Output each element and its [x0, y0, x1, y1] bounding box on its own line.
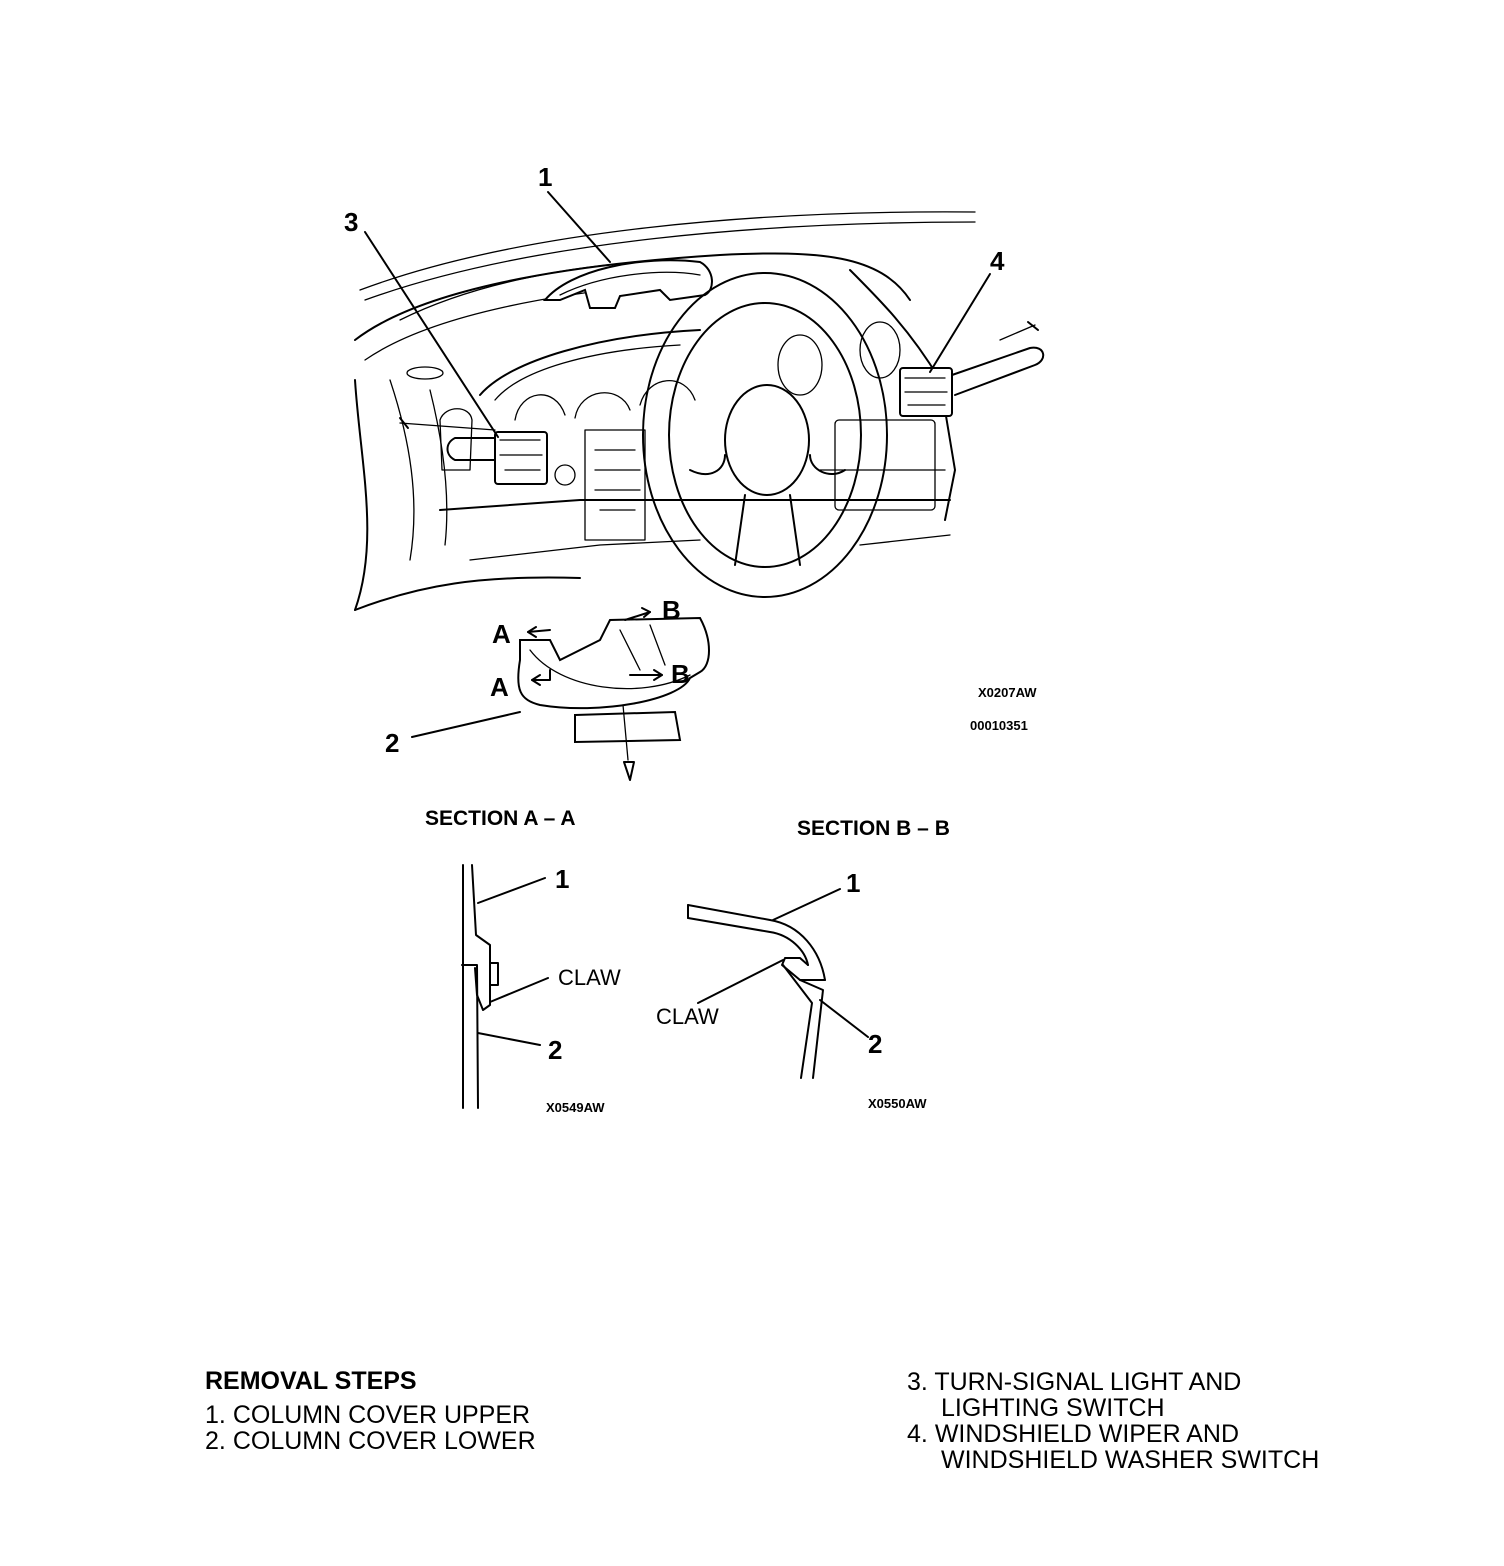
figure-id-main: 00010351: [970, 718, 1028, 733]
dashboard-illustration: [354, 211, 1045, 611]
figure-code-main: X0207AW: [978, 685, 1037, 700]
removal-step-3-cont: LIGHTING SWITCH: [941, 1394, 1165, 1422]
section-marker-a-lower: A: [490, 672, 509, 702]
figure-code-section-a: X0549AW: [546, 1100, 605, 1115]
section-b-callout-1: 1: [846, 868, 860, 898]
removal-step-1: 1. COLUMN COVER UPPER: [205, 1401, 531, 1429]
removal-steps-heading: REMOVAL STEPS: [205, 1367, 417, 1395]
section-a-title: SECTION A – A: [425, 807, 576, 830]
section-a-claw-label: CLAW: [558, 965, 621, 990]
section-b-claw-label: CLAW: [656, 1004, 719, 1029]
callout-leaders: [364, 191, 991, 738]
section-a-callout-1: 1: [555, 864, 569, 894]
removal-step-4-cont: WINDSHIELD WASHER SWITCH: [941, 1446, 1320, 1474]
callout-1: 1: [538, 162, 552, 192]
section-marker-b-upper: B: [662, 595, 681, 625]
removal-steps-right: 3. TURN-SIGNAL LIGHT AND LIGHTING SWITCH…: [907, 1369, 1319, 1473]
section-b-title: SECTION B – B: [797, 817, 950, 840]
removal-step-3: 3. TURN-SIGNAL LIGHT AND: [907, 1368, 1242, 1396]
removal-step-2: 2. COLUMN COVER LOWER: [205, 1427, 536, 1455]
removal-step-4: 4. WINDSHIELD WIPER AND: [907, 1420, 1240, 1448]
section-a-callout-2: 2: [548, 1035, 562, 1065]
section-marker-b-lower: B: [671, 659, 690, 689]
removal-steps-left: REMOVAL STEPS 1. COLUMN COVER UPPER 2. C…: [205, 1368, 536, 1454]
section-b-callout-2: 2: [868, 1029, 882, 1059]
callout-4: 4: [990, 246, 1005, 276]
section-a-a: SECTION A – A 1 CLAW 2 X0549AW: [425, 807, 621, 1115]
section-b-b: SECTION B – B 1 CLAW 2 X0550AW: [656, 817, 950, 1111]
column-cover-lower-illustration: [517, 607, 710, 781]
callout-3: 3: [344, 207, 358, 237]
figure-code-section-b: X0550AW: [868, 1096, 927, 1111]
section-marker-a-upper: A: [492, 619, 511, 649]
callout-2: 2: [385, 728, 399, 758]
